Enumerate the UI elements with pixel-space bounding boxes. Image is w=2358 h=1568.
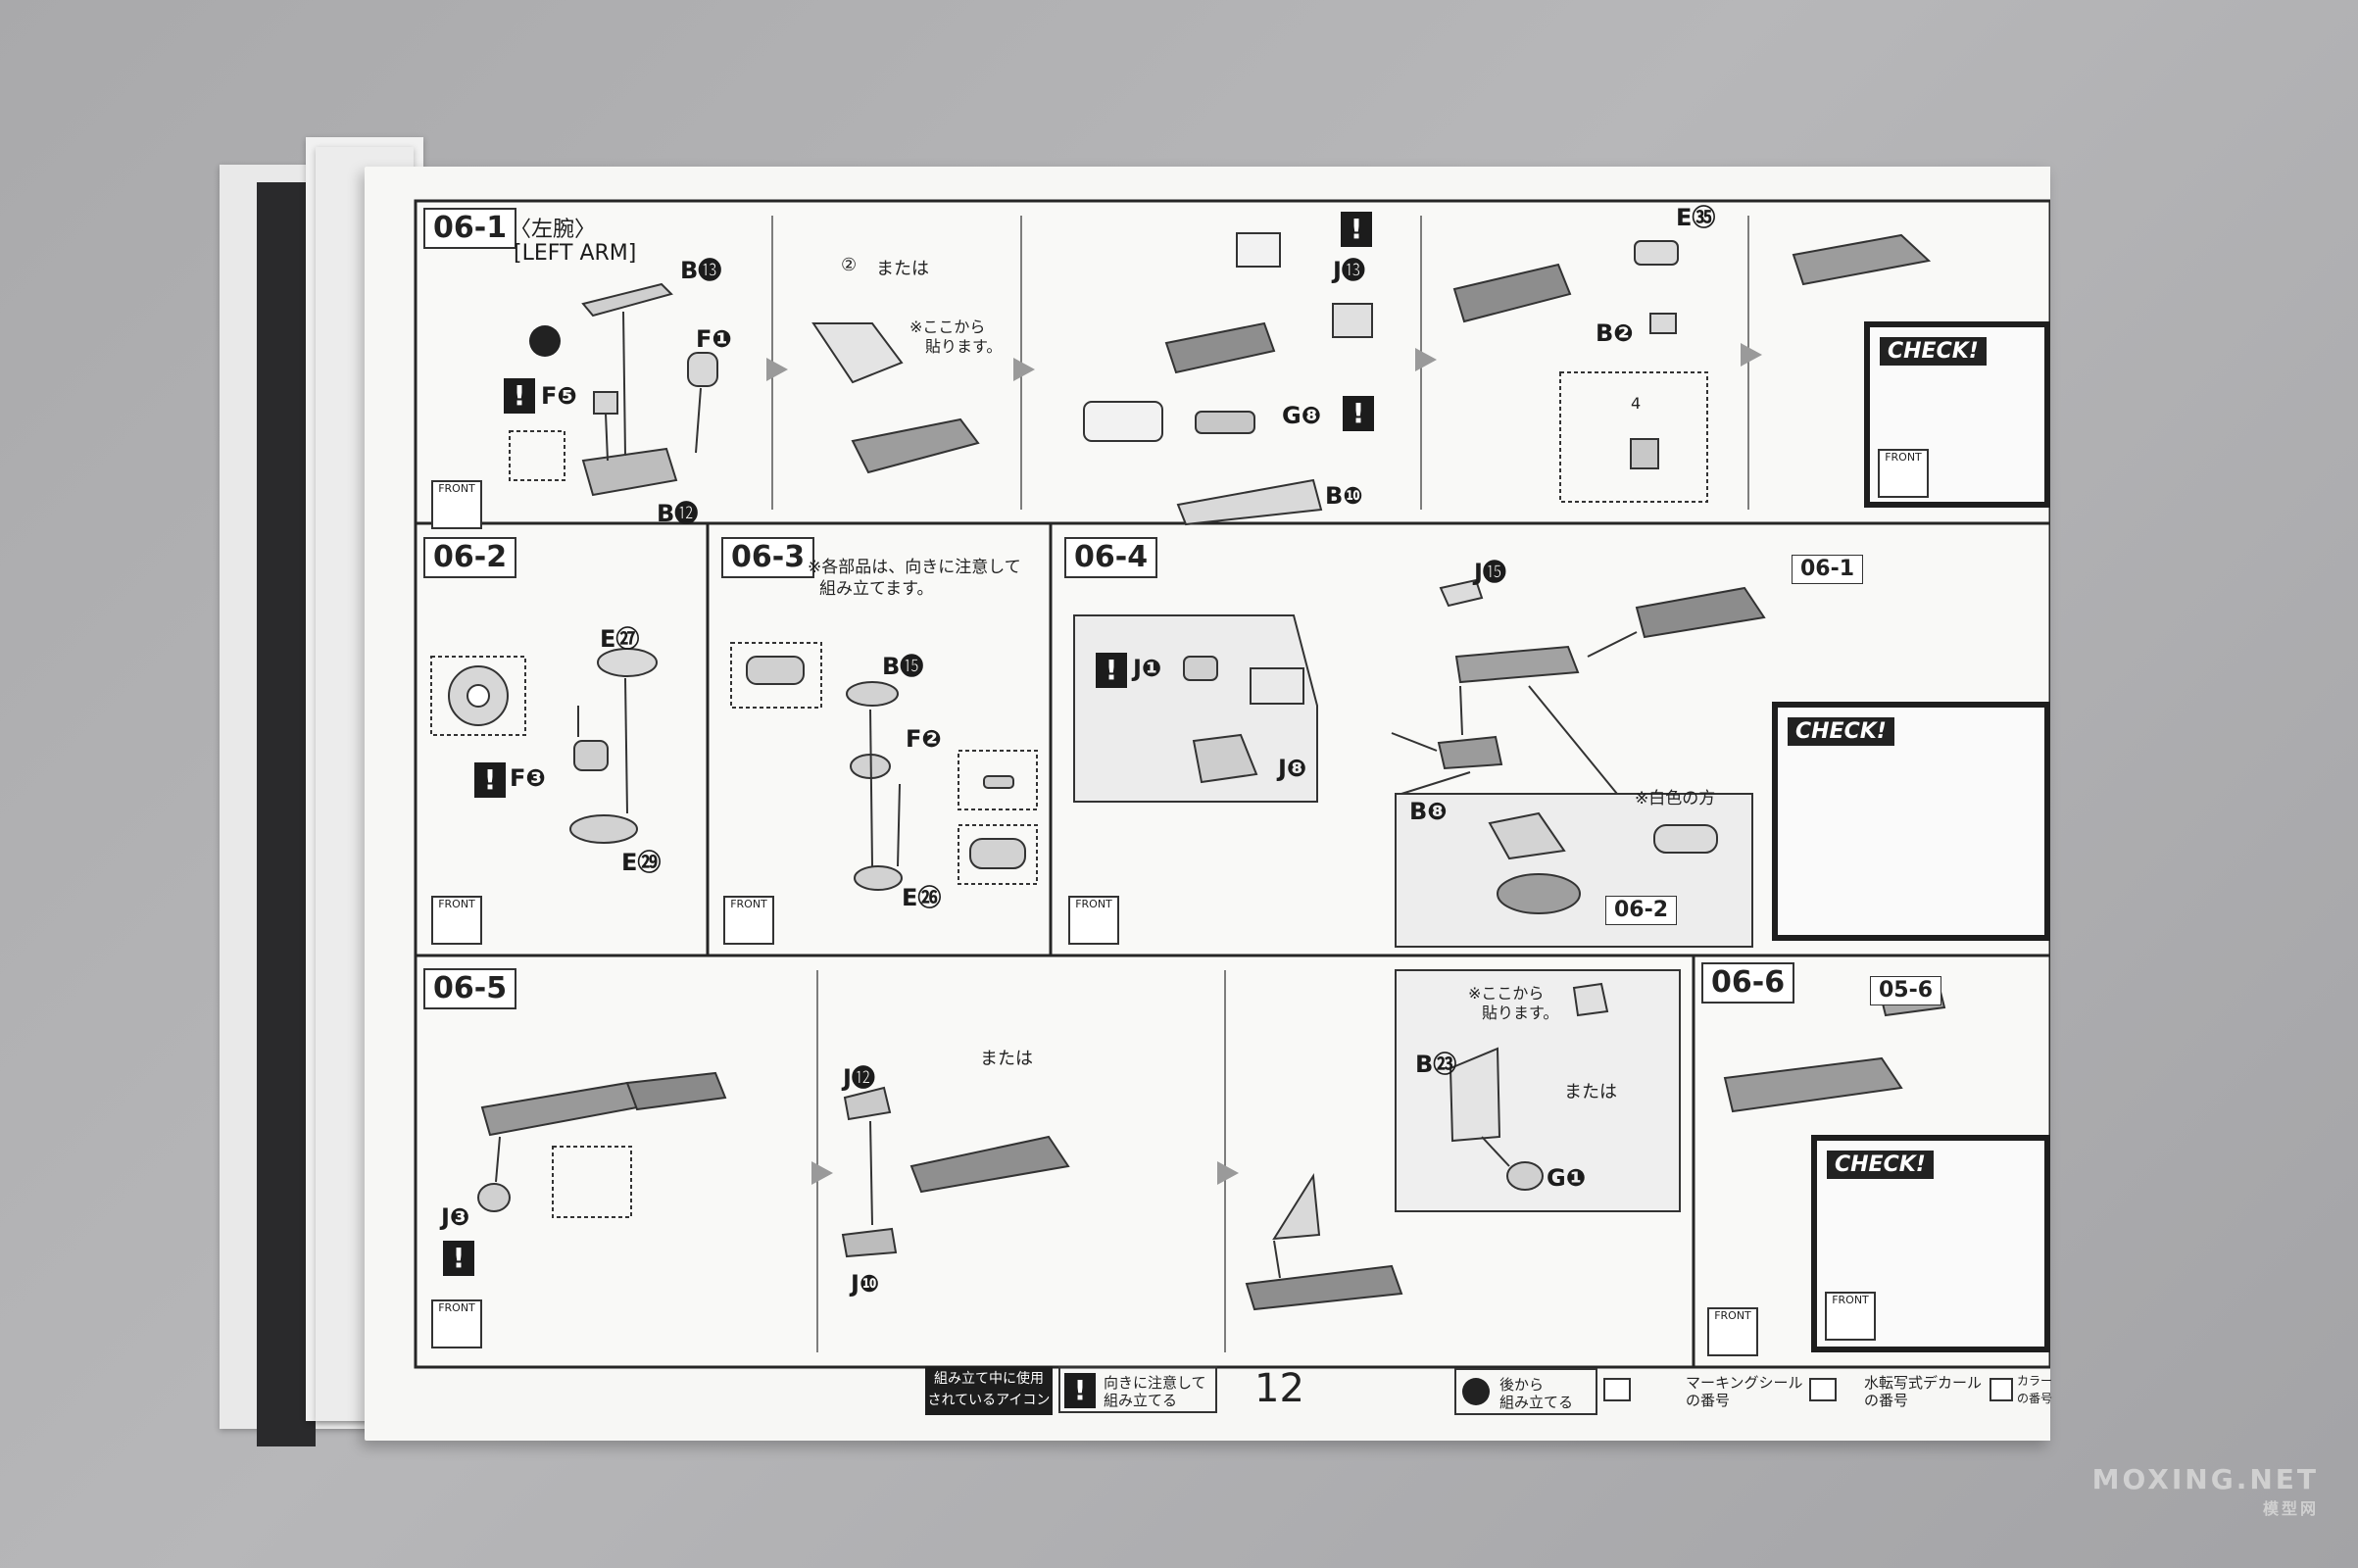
- instruction-sheet: 06-1 〈左腕〉 [LEFT ARM] 06-2 06-3 ※各部品は、向きに…: [412, 196, 2050, 1370]
- check-box-06-1: CHECK! FRONT: [1864, 321, 2050, 508]
- orientation-legend: ! 向きに注意して 組み立てる: [1058, 1366, 1217, 1413]
- part-j13: J⓭: [1333, 257, 1365, 284]
- part-j1: J❶: [1133, 655, 1162, 682]
- part-g8: G❽: [1282, 402, 1322, 429]
- part-b15: B⓯: [882, 653, 924, 680]
- front-badge-06-1: FRONT: [431, 480, 482, 529]
- decal-icon: [1809, 1378, 1837, 1401]
- front-badge-06-3: FRONT: [723, 896, 774, 945]
- apply-from-here-note: ※ここから: [909, 318, 986, 336]
- marking-sticker-legend: マーキングシール の番号: [1601, 1368, 1807, 1415]
- step-label-06-6: 06-6: [1701, 962, 1795, 1004]
- step-label-06-5: 06-5: [423, 968, 517, 1009]
- part-j12: J⓬: [843, 1064, 875, 1092]
- check-box-06-6: CHECK! FRONT: [1811, 1135, 2050, 1352]
- step-title-en: [LEFT ARM]: [514, 241, 637, 266]
- ref-06-1: 06-1: [1792, 555, 1864, 584]
- orientation-warning-icon-2: !: [1341, 212, 1372, 247]
- check-title-3: CHECK!: [1827, 1151, 1934, 1179]
- part-j10: J❿: [851, 1270, 880, 1298]
- step-06-3-note2: 組み立てます。: [819, 579, 934, 599]
- footer-legend: 組み立て中に使用 されているアイコン ! 向きに注意して 組み立てる 12 後か…: [925, 1366, 2052, 1421]
- page-number: 12: [1254, 1366, 1304, 1411]
- orientation-warning-icon-3: !: [1343, 396, 1374, 431]
- ref-05-6: 05-6: [1870, 976, 1942, 1005]
- marking-or-3: または: [1564, 1082, 1617, 1102]
- assemble-later-icon: [1462, 1378, 1490, 1405]
- orientation-warning-icon-6: !: [443, 1241, 474, 1276]
- ref-06-2: 06-2: [1605, 896, 1678, 925]
- marking-sticker-icon: [1603, 1378, 1631, 1401]
- decal-legend: 水転写式デカール の番号: [1807, 1368, 1984, 1415]
- part-f2: F❷: [906, 725, 942, 753]
- marking-or-2: または: [980, 1049, 1033, 1069]
- apply-from-here-note2: 貼ります。: [925, 337, 1003, 356]
- step-06-3-note: ※各部品は、向きに注意して: [808, 558, 1021, 577]
- part-j8: J❽: [1278, 755, 1307, 782]
- step-label-06-4: 06-4: [1064, 537, 1158, 578]
- front-badge-06-5: FRONT: [431, 1299, 482, 1348]
- part-b23: B㉓: [1415, 1051, 1457, 1078]
- front-badge-06-2: FRONT: [431, 896, 482, 945]
- front-badge-06-6: FRONT: [1707, 1307, 1758, 1356]
- icons-legend-title: 組み立て中に使用 されているアイコン: [925, 1366, 1053, 1415]
- decal-number: 4: [1631, 394, 1642, 413]
- check-title: CHECK!: [1880, 337, 1987, 366]
- part-g1: G❶: [1547, 1164, 1587, 1192]
- white-side-note: ※白色の方: [1635, 789, 1716, 808]
- check-title-2: CHECK!: [1788, 717, 1894, 746]
- watermark: MOXING.NET 模型网: [2091, 1463, 2319, 1518]
- part-e35: E㉟: [1676, 204, 1716, 231]
- part-b8: B❽: [1409, 798, 1448, 825]
- part-b2: B❷: [1596, 319, 1634, 347]
- part-j3: J❸: [441, 1203, 470, 1231]
- orientation-warning-icon: !: [504, 378, 535, 414]
- check-box-06-4: CHECK!: [1772, 702, 2050, 941]
- part-f5: F❺: [541, 382, 577, 410]
- marking-icon-label: ②: [841, 255, 858, 275]
- part-b12: B⓬: [657, 500, 699, 527]
- part-j15: J⓯: [1474, 559, 1506, 586]
- orientation-legend-icon: !: [1064, 1373, 1096, 1408]
- step-label-06-2: 06-2: [423, 537, 517, 578]
- front-badge-check-06-1: FRONT: [1878, 449, 1929, 498]
- apply-note-06-5: ※ここから: [1468, 984, 1545, 1003]
- part-e26: E㉖: [902, 884, 942, 911]
- part-f3: F❸: [510, 764, 546, 792]
- assemble-later-legend: 後から 組み立てる: [1454, 1368, 1597, 1415]
- apply-note2-06-5: 貼ります。: [1482, 1004, 1559, 1022]
- step-label-06-1: 06-1: [423, 208, 517, 249]
- orientation-warning-icon-4: !: [474, 762, 506, 798]
- front-badge-06-4: FRONT: [1068, 896, 1119, 945]
- part-b10: B❿: [1325, 482, 1363, 510]
- marking-or: または: [876, 259, 929, 279]
- part-b13: B⓭: [680, 257, 722, 284]
- front-badge-check-06-6: FRONT: [1825, 1292, 1876, 1341]
- color-icon: [1990, 1378, 2013, 1401]
- part-e29: E㉙: [621, 849, 662, 876]
- step-title-jp: 〈左腕〉: [510, 218, 597, 242]
- part-f1: F❶: [696, 325, 732, 353]
- color-legend: カラー の番号: [1988, 1368, 2052, 1415]
- orientation-warning-icon-5: !: [1096, 653, 1127, 688]
- part-e27: E㉗: [600, 625, 640, 653]
- step-label-06-3: 06-3: [721, 537, 815, 578]
